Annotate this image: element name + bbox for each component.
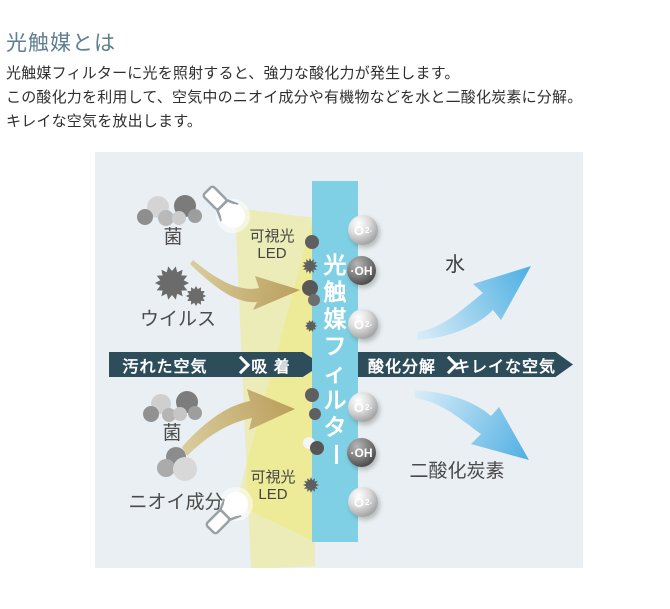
oh-radical-molecule: ·OH (347, 256, 376, 285)
description: 光触媒フィルターに光を照射すると、強力な酸化力が発生します。 この酸化力を利用し… (6, 62, 582, 134)
photocatalyst-filter-label: 光 触 媒 フ ィ ル タ ー (312, 252, 358, 468)
label-oxidative-decomposition: 酸化分解 (367, 358, 437, 376)
odor-label: ニオイ成分 (128, 492, 224, 513)
label-clean-air: キレイな空気 (453, 358, 557, 376)
label-adsorption: 吸 着 (251, 358, 291, 376)
visible-light-led-label-top: 可視光 LED (249, 228, 295, 262)
chevron-icon (231, 355, 251, 374)
flashlight-icon (202, 185, 250, 233)
filter-label-char: 媒 (323, 306, 347, 332)
adsorption-arrow-icon (190, 260, 300, 310)
oh-radical-molecule: ·OH (347, 438, 376, 467)
odor-cluster-icon (157, 447, 197, 481)
co2-label: 二酸化炭素 (409, 461, 505, 482)
virus-icon (155, 266, 206, 306)
light-beam-icon (235, 208, 315, 568)
filter-label-char: ル (323, 387, 347, 413)
label-dirty-air: 汚れた空気 (122, 358, 208, 376)
description-line: この酸化力を利用して、空気中のニオイ成分や有機物などを水と二酸化炭素に分解。 (6, 89, 583, 106)
visible-light-led-label-bottom: 可視光 LED (250, 469, 296, 503)
description-line: キレイな空気を放出します。 (6, 113, 203, 130)
flow-banner-right: 酸化分解 キレイな空気 (355, 352, 573, 377)
page-title: 光触媒とは (6, 32, 116, 55)
description-line: 光触媒フィルターに光を照射すると、強力な酸化力が発生します。 (6, 65, 460, 82)
photocatalyst-diagram: 汚れた空気 吸 着 酸化分解 キレイな空気 光 触 媒 フ ィ ル タ ー (95, 152, 583, 568)
adsorption-arrow-icon (182, 389, 295, 456)
filter-label-char: 光 (323, 252, 347, 278)
bacteria-label-bottom: 菌 (162, 423, 182, 444)
filter-label-char: 触 (323, 279, 347, 305)
filter-label-char: フ (323, 333, 347, 359)
filter-label-char: ー (322, 443, 349, 466)
water-label: 水 (445, 254, 465, 276)
filter-label-char: タ (323, 414, 347, 440)
virus-label: ウイルス (139, 309, 217, 330)
co2-arrow-icon (415, 390, 529, 460)
photocatalyst-filter-bar (312, 181, 358, 542)
bacteria-label-top: 菌 (163, 227, 183, 248)
flow-banner-left: 汚れた空気 吸 着 (109, 352, 322, 377)
filter-label-char: ィ (323, 360, 347, 386)
water-arrow-icon (417, 266, 531, 340)
